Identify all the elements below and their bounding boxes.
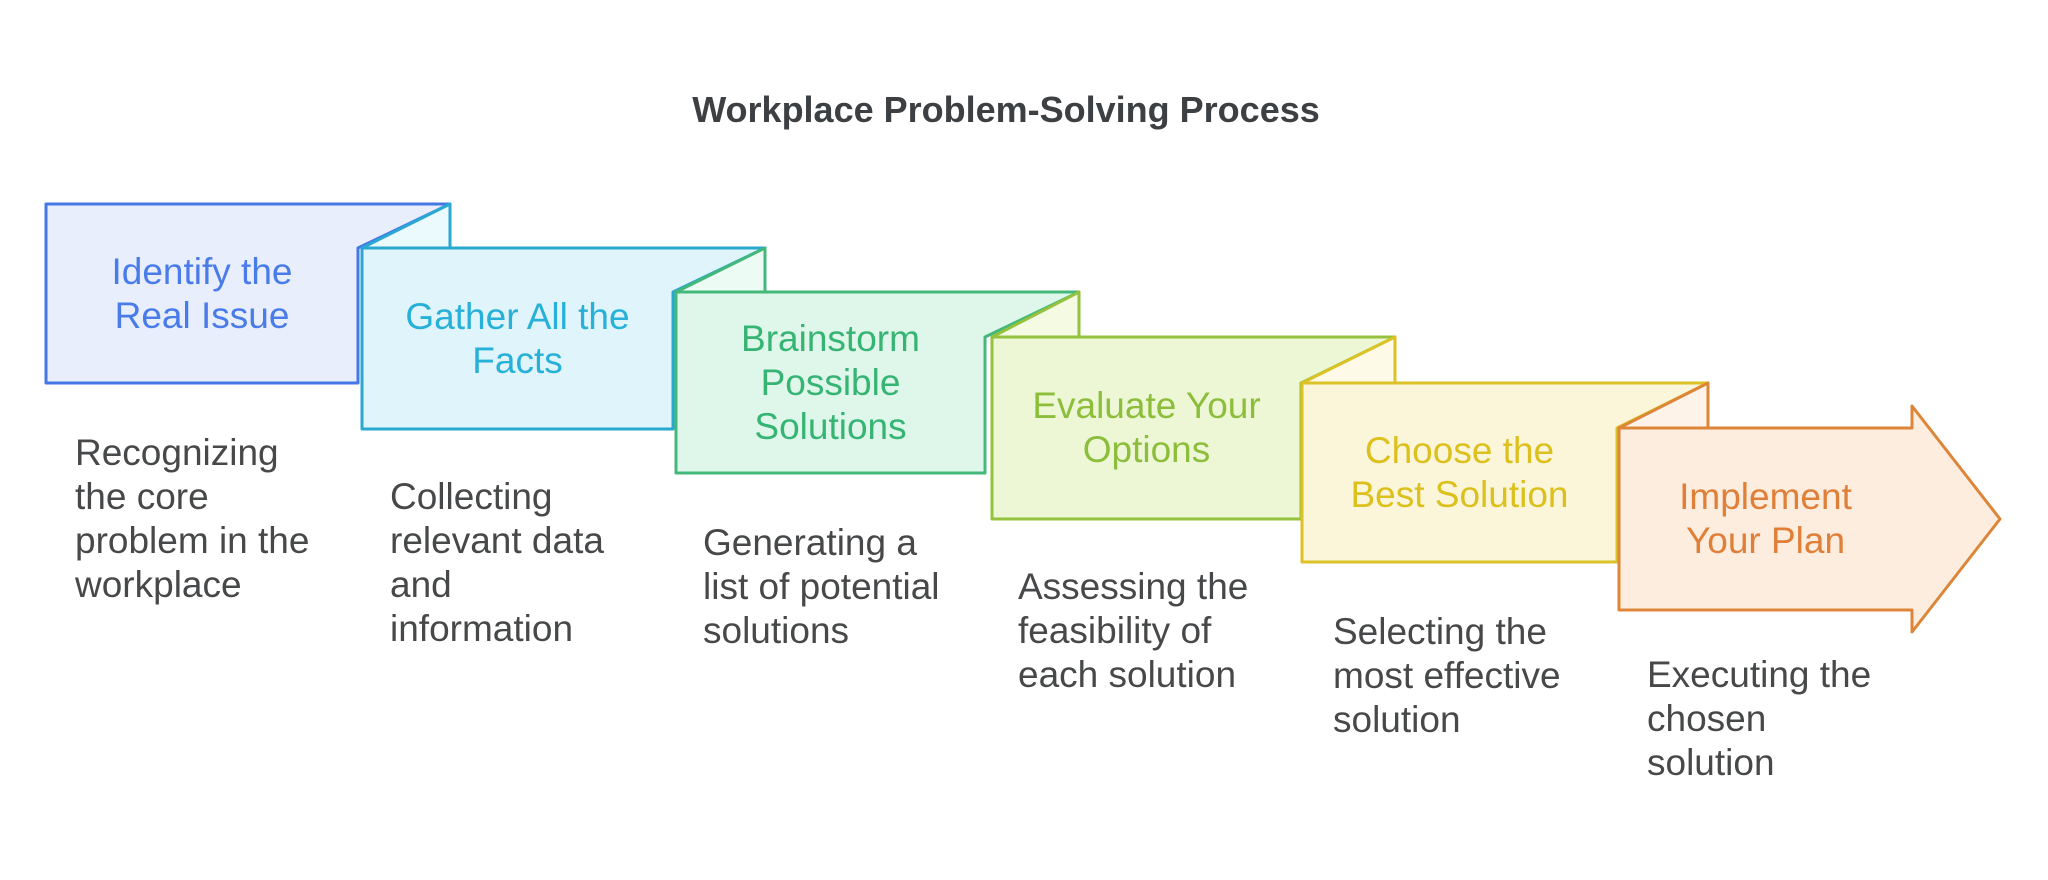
step-6-label: Implement Your Plan (1679, 476, 1852, 561)
step-4-label: Evaluate Your Options (1032, 385, 1261, 470)
step-3-description: Generating a list of potential solutions (703, 522, 940, 651)
step-6-arrow-shape (1617, 404, 2002, 634)
step-2-shape (360, 246, 767, 431)
step-1-description: Recognizing the core problem in the work… (75, 432, 310, 605)
step-1-shape (44, 202, 452, 385)
step-5-shape (1300, 381, 1710, 564)
diagram-title: Workplace Problem-Solving Process (692, 89, 1320, 130)
step-1-label: Identify the Real Issue (111, 251, 293, 336)
step-4-description: Assessing the feasibility of each soluti… (1018, 566, 1249, 695)
step-2-description: Collecting relevant data and information (390, 476, 604, 649)
step-6-description: Executing the chosen solution (1647, 654, 1872, 783)
step-5-label: Choose the Best Solution (1350, 430, 1569, 515)
step-2-label: Gather All the Facts (405, 296, 630, 381)
step-3-label: Brainstorm Possible Solutions (741, 318, 920, 447)
step-3-shape (674, 290, 1081, 475)
step-5-description: Selecting the most effective solution (1333, 611, 1561, 740)
